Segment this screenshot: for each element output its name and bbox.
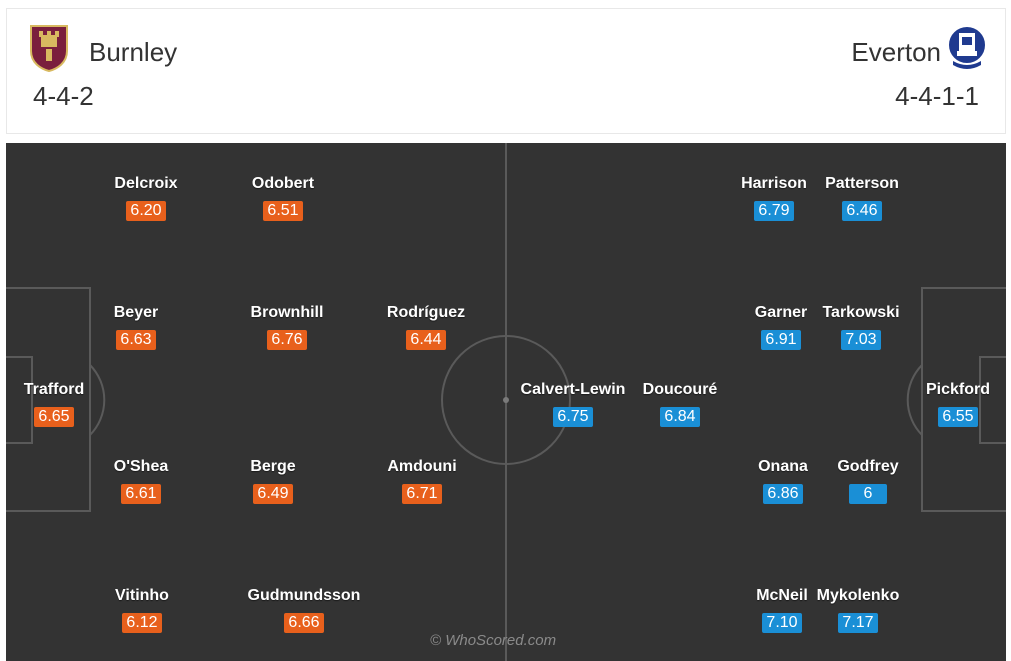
player-rating: 6.65 [34,407,74,427]
player-rating: 6.46 [842,201,882,221]
player-rating: 6.49 [253,484,293,504]
player-name: Doucouré [642,381,718,398]
player-patterson[interactable]: Patterson 6.46 [797,174,927,221]
player-name: Beyer [113,304,159,321]
player-rating: 6.12 [122,613,162,633]
player-name: Odobert [251,175,315,192]
player-vitinho[interactable]: Vitinho 6.12 [77,586,207,633]
player-onana[interactable]: Onana 6.86 [718,457,848,504]
player-rating: 6.55 [938,407,978,427]
home-formation: 4-4-2 [33,81,94,111]
player-name: Patterson [825,175,899,192]
player-name: McNeil [756,587,808,604]
watermark: © WhoScored.com [430,632,557,649]
player-name: Tarkowski [822,304,900,321]
player-name: Amdouni [387,458,457,475]
player-garner[interactable]: Garner 6.91 [716,303,846,350]
player-name: Vitinho [115,587,169,604]
player-beyer[interactable]: Beyer 6.63 [71,303,201,350]
player-odobert[interactable]: Odobert 6.51 [218,174,348,221]
player-berge[interactable]: Berge 6.49 [208,457,338,504]
player-godfrey[interactable]: Godfrey 6 [803,457,933,504]
player-name: Garner [754,304,808,321]
player-delcroix[interactable]: Delcroix 6.20 [81,174,211,221]
player-rating: 7.03 [841,330,881,350]
pitch: Delcroix 6.20 Odobert 6.51 Beyer 6.63 Br… [6,143,1006,661]
player-name: Berge [250,458,296,475]
player-rating: 6.79 [754,201,794,221]
player-name: Rodríguez [386,304,466,321]
player-rating: 6.20 [126,201,166,221]
player-rating: 6.44 [406,330,446,350]
player-rating: 6.75 [553,407,593,427]
player-harrison[interactable]: Harrison 6.79 [709,174,839,221]
player-name: Gudmundsson [247,587,361,604]
player-name: Brownhill [250,304,324,321]
player-rating: 7.10 [762,613,802,633]
player-oshea[interactable]: O'Shea 6.61 [76,457,206,504]
player-name: Pickford [925,381,990,398]
away-team-name[interactable]: Everton [851,37,941,67]
player-rating: 6.51 [263,201,303,221]
player-name: Godfrey [837,458,899,475]
player-brownhill[interactable]: Brownhill 6.76 [222,303,352,350]
away-formation: 4-4-1-1 [895,81,979,111]
player-trafford[interactable]: Trafford 6.65 [6,380,119,427]
player-rating: 6.91 [761,330,801,350]
player-rating: 6.66 [284,613,324,633]
burnley-crest-icon[interactable] [27,23,71,73]
player-rating: 6.71 [402,484,442,504]
player-tarkowski[interactable]: Tarkowski 7.03 [796,303,926,350]
player-rating: 6.61 [121,484,161,504]
player-name: Mykolenko [816,587,900,604]
player-rating: 6.84 [660,407,700,427]
player-doucoure[interactable]: Doucouré 6.84 [615,380,745,427]
player-name: O'Shea [113,458,169,475]
pitch-markings [6,143,1006,661]
player-rating: 6.63 [116,330,156,350]
player-name: Onana [758,458,808,475]
player-name: Delcroix [114,175,178,192]
player-name: Harrison [741,175,807,192]
player-rating: 6 [849,484,887,504]
player-name: Calvert-Lewin [520,381,626,398]
player-rating: 7.17 [838,613,878,633]
player-name: Trafford [23,381,85,398]
match-header: Burnley 4-4-2 Everton 4-4-1-1 [6,8,1006,134]
player-amdouni[interactable]: Amdouni 6.71 [357,457,487,504]
player-rodriguez[interactable]: Rodríguez 6.44 [361,303,491,350]
player-calvert-lewin[interactable]: Calvert-Lewin 6.75 [508,380,638,427]
player-mcneil[interactable]: McNeil 7.10 [717,586,847,633]
player-gudmundsson[interactable]: Gudmundsson 6.66 [239,586,369,633]
player-mykolenko[interactable]: Mykolenko 7.17 [793,586,923,633]
everton-crest-icon[interactable] [945,23,989,73]
player-rating: 6.76 [267,330,307,350]
player-pickford[interactable]: Pickford 6.55 [893,380,1006,427]
player-rating: 6.86 [763,484,803,504]
home-team-name[interactable]: Burnley [89,37,178,67]
